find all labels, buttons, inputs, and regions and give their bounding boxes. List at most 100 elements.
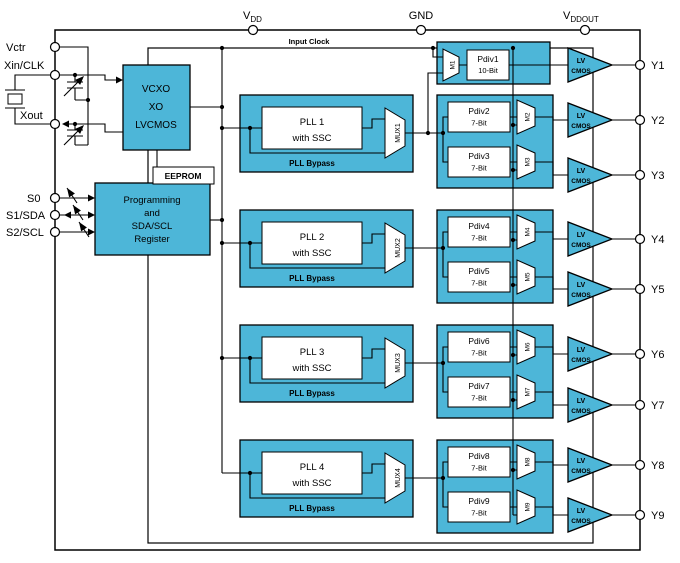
buffer-y1 bbox=[567, 47, 614, 83]
buffer-y9-line1: LV bbox=[577, 508, 586, 515]
pll1-block bbox=[239, 94, 414, 173]
buffer-y5-line1: LV bbox=[577, 282, 586, 289]
pll4-bypass-label: PLL Bypass bbox=[289, 504, 335, 513]
pin-label-vddout: VDDOUT bbox=[563, 10, 599, 24]
pdiv7-bits: 7-Bit bbox=[471, 394, 487, 403]
vcxo-text-3: LVCMOS bbox=[135, 120, 177, 131]
programming-text-4: Register bbox=[134, 234, 169, 245]
pin-label-xout: Xout bbox=[20, 110, 43, 122]
m5-mux bbox=[516, 259, 536, 295]
buffer-y8 bbox=[567, 447, 614, 483]
m7-label: M7 bbox=[525, 387, 532, 396]
pin-label-vctr: Vctr bbox=[6, 42, 26, 54]
pdiv5-bits: 7-Bit bbox=[471, 279, 487, 288]
buffer-y4-line1: LV bbox=[577, 232, 586, 239]
buffer-y2-line1: LV bbox=[577, 113, 586, 120]
xin-wire bbox=[55, 74, 116, 81]
pll4-block bbox=[239, 439, 414, 518]
buffer-y4-line2: CMOS bbox=[571, 242, 591, 249]
pin-label-xin: Xin/CLK bbox=[4, 60, 45, 72]
pin-vdd bbox=[247, 24, 259, 36]
buffer-y6 bbox=[567, 336, 614, 372]
s2-arrow bbox=[88, 228, 95, 236]
input-clock-label: Input Clock bbox=[289, 37, 331, 46]
buffer-y3 bbox=[567, 157, 614, 193]
varactor-bottom bbox=[67, 124, 88, 146]
pdiv3-box bbox=[447, 146, 511, 178]
programming-text-2: and bbox=[144, 208, 160, 219]
s0-arrow bbox=[88, 194, 95, 202]
mux2-label: MUX2 bbox=[395, 238, 402, 258]
pdiv6-bits: 7-Bit bbox=[471, 349, 487, 358]
pdiv1-bits: 10-Bit bbox=[478, 66, 499, 75]
pdiv3-bits: 7-Bit bbox=[471, 164, 487, 173]
pll-bypass-wires bbox=[249, 128, 385, 499]
varactor-top-arrowhead bbox=[75, 76, 84, 85]
pll-mux-out-wires bbox=[405, 132, 443, 479]
m7-mux bbox=[516, 374, 536, 410]
pin-label-y6: Y6 bbox=[651, 349, 664, 361]
junction-dots bbox=[72, 45, 516, 481]
arrowheads bbox=[62, 76, 123, 236]
pll-input-wires bbox=[222, 127, 262, 474]
pdiv6-7-group bbox=[436, 324, 554, 419]
mux4 bbox=[384, 452, 406, 504]
buffer-y8-line2: CMOS bbox=[571, 468, 591, 475]
m9-mux bbox=[516, 489, 536, 525]
m6-label: M6 bbox=[525, 342, 532, 351]
pll3-block bbox=[239, 324, 414, 403]
pin-xin bbox=[49, 69, 61, 81]
buffer-y8-line1: LV bbox=[577, 458, 586, 465]
mux3 bbox=[384, 337, 406, 389]
pin-y8 bbox=[634, 459, 646, 471]
pin-label-y8: Y8 bbox=[651, 460, 664, 472]
pin-vctr bbox=[49, 41, 61, 53]
vctr-wire bbox=[55, 46, 89, 145]
pdiv-out-wires bbox=[510, 116, 517, 508]
pll2-name: PLL 2 bbox=[300, 232, 324, 243]
output-buffers bbox=[567, 47, 614, 533]
mux3-label: MUX3 bbox=[395, 353, 402, 373]
pin-label-s2: S2/SCL bbox=[6, 227, 44, 239]
m1-pll-wire bbox=[427, 72, 443, 133]
vcxo-block bbox=[122, 64, 191, 151]
m4-mux bbox=[516, 214, 536, 250]
pdiv2-box bbox=[447, 101, 511, 133]
pll1-bypass-label: PLL Bypass bbox=[289, 159, 335, 168]
pdiv3-name: Pdiv3 bbox=[468, 151, 490, 161]
pin-y3 bbox=[634, 169, 646, 181]
pin-s1 bbox=[49, 209, 61, 221]
serial-wires bbox=[55, 197, 89, 233]
mux4-label: MUX4 bbox=[395, 468, 402, 488]
vcxo-text-1: VCXO bbox=[142, 84, 171, 95]
s1-arrow-right bbox=[88, 211, 95, 219]
pin-y5 bbox=[634, 283, 646, 295]
pin-y2 bbox=[634, 114, 646, 126]
pin-label-s0: S0 bbox=[27, 193, 40, 205]
varactor-top bbox=[67, 75, 88, 101]
buffer-y1-line2: CMOS bbox=[571, 68, 591, 75]
pin-vddout bbox=[579, 24, 591, 36]
pdiv8-bits: 7-Bit bbox=[471, 464, 487, 473]
buffer-y4 bbox=[567, 221, 614, 257]
pdiv8-9-group bbox=[436, 439, 554, 534]
buffer-y3-line2: CMOS bbox=[571, 178, 591, 185]
buffer-y7 bbox=[567, 387, 614, 423]
m1-mux bbox=[442, 48, 460, 82]
buffer-y6-line2: CMOS bbox=[571, 357, 591, 364]
pdiv1-group bbox=[436, 41, 551, 85]
pll3-ssc: with SSC bbox=[291, 363, 331, 374]
pin-xout bbox=[49, 118, 61, 130]
m8-label: M8 bbox=[525, 457, 532, 466]
pdiv5-box bbox=[447, 261, 511, 293]
s1-pullup-arrowhead bbox=[73, 205, 81, 215]
pll-core-out-wires bbox=[362, 118, 385, 474]
pll4-name: PLL 4 bbox=[300, 462, 324, 473]
xout-wire bbox=[69, 123, 123, 133]
eeprom-box bbox=[152, 166, 215, 185]
m9-label: M9 bbox=[525, 502, 532, 511]
pll3-bypass-label: PLL Bypass bbox=[289, 389, 335, 398]
pin-circles bbox=[49, 24, 646, 521]
programming-text-3: SDA/SCL bbox=[132, 221, 173, 232]
